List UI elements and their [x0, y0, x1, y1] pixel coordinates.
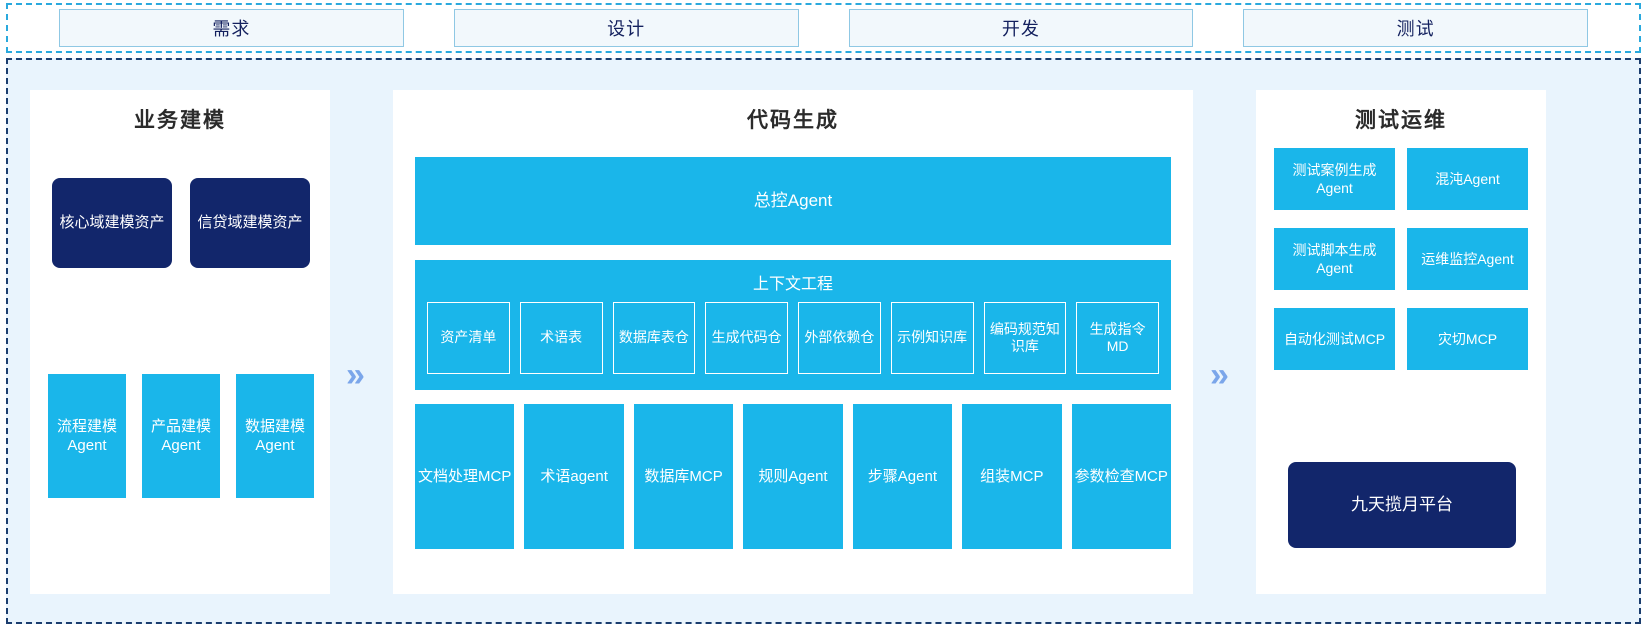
tool-glossary-agent[interactable]: 术语agent [524, 404, 624, 549]
phase-strip: 需求 设计 开发 测试 [6, 3, 1641, 53]
chevron-right-icon-left: » [346, 356, 365, 394]
tool-disaster-switch-mcp[interactable]: 灾切MCP [1407, 308, 1528, 370]
business-modeling-assets-group: 核心域建模资产 信贷域建模资产 [52, 178, 310, 268]
context-item-generated-code-repo[interactable]: 生成代码仓 [705, 302, 788, 374]
context-item-example-knowledge-base[interactable]: 示例知识库 [890, 302, 974, 374]
tool-database-mcp[interactable]: 数据库MCP [633, 404, 734, 549]
agent-data-modeling[interactable]: 数据建模Agent [236, 374, 314, 498]
context-item-generation-instruction-md[interactable]: 生成指令MD [1076, 302, 1159, 374]
context-engineering-items: 资产清单 术语表 数据库表仓 生成代码仓 外部依赖仓 示例知识库 编码规范知识库… [427, 302, 1159, 374]
agent-test-script-generation[interactable]: 测试脚本生成Agent [1274, 228, 1395, 290]
panel-center-title: 代码生成 [747, 109, 839, 132]
tool-parameter-check-mcp[interactable]: 参数检查MCP [1071, 404, 1171, 549]
context-engineering-title: 上下文工程 [752, 276, 833, 293]
agent-process-modeling[interactable]: 流程建模Agent [48, 374, 126, 498]
asset-core-domain[interactable]: 核心域建模资产 [52, 178, 172, 268]
master-control-agent[interactable]: 总控Agent [415, 157, 1171, 245]
agent-test-case-generation[interactable]: 测试案例生成Agent [1274, 148, 1395, 210]
tool-rule-agent[interactable]: 规则Agent [743, 404, 843, 549]
phase-box-development[interactable]: 开发 [848, 9, 1194, 47]
context-item-external-dependency-repo[interactable]: 外部依赖仓 [798, 302, 881, 374]
panel-code-generation: 代码生成 总控Agent 上下文工程 资产清单 术语表 数据库表仓 生成代码仓 … [393, 90, 1193, 594]
business-modeling-agents-group: 流程建模Agent 产品建模Agent 数据建模Agent [48, 374, 314, 498]
panel-right-title: 测试运维 [1355, 109, 1447, 132]
agent-chaos[interactable]: 混沌Agent [1407, 148, 1528, 210]
phase-box-design[interactable]: 设计 [453, 9, 799, 47]
panel-left-title: 业务建模 [134, 109, 226, 132]
phase-box-requirements[interactable]: 需求 [59, 9, 404, 47]
context-item-db-table-repo[interactable]: 数据库表仓 [612, 302, 696, 374]
platform-jiutian-lanyue[interactable]: 九天揽月平台 [1288, 462, 1516, 548]
context-item-asset-inventory[interactable]: 资产清单 [427, 302, 510, 374]
tool-assembly-mcp[interactable]: 组装MCP [962, 404, 1062, 549]
chevron-right-icon-right: » [1210, 356, 1229, 394]
tool-automated-test-mcp[interactable]: 自动化测试MCP [1274, 308, 1395, 370]
phase-box-testing[interactable]: 测试 [1243, 9, 1588, 47]
panel-business-modeling: 业务建模 核心域建模资产 信贷域建模资产 流程建模Agent 产品建模Agent… [30, 90, 330, 594]
context-engineering-block: 上下文工程 资产清单 术语表 数据库表仓 生成代码仓 外部依赖仓 示例知识库 编… [415, 260, 1171, 390]
code-generation-tools-row: 文档处理MCP 术语agent 数据库MCP 规则Agent 步骤Agent 组… [415, 404, 1171, 549]
context-item-coding-standard-knowledge-base[interactable]: 编码规范知识库 [983, 302, 1067, 374]
tool-step-agent[interactable]: 步骤Agent [852, 404, 953, 549]
asset-credit-domain[interactable]: 信贷域建模资产 [190, 178, 310, 268]
agent-ops-monitoring[interactable]: 运维监控Agent [1407, 228, 1528, 290]
test-operations-grid: 测试案例生成Agent 混沌Agent 测试脚本生成Agent 运维监控Agen… [1274, 148, 1528, 370]
tool-document-processing-mcp[interactable]: 文档处理MCP [415, 404, 515, 549]
context-item-glossary[interactable]: 术语表 [519, 302, 603, 374]
architecture-canvas: 业务建模 核心域建模资产 信贷域建模资产 流程建模Agent 产品建模Agent… [6, 58, 1641, 624]
agent-product-modeling[interactable]: 产品建模Agent [142, 374, 220, 498]
panel-test-operations: 测试运维 测试案例生成Agent 混沌Agent 测试脚本生成Agent 运维监… [1256, 90, 1546, 594]
